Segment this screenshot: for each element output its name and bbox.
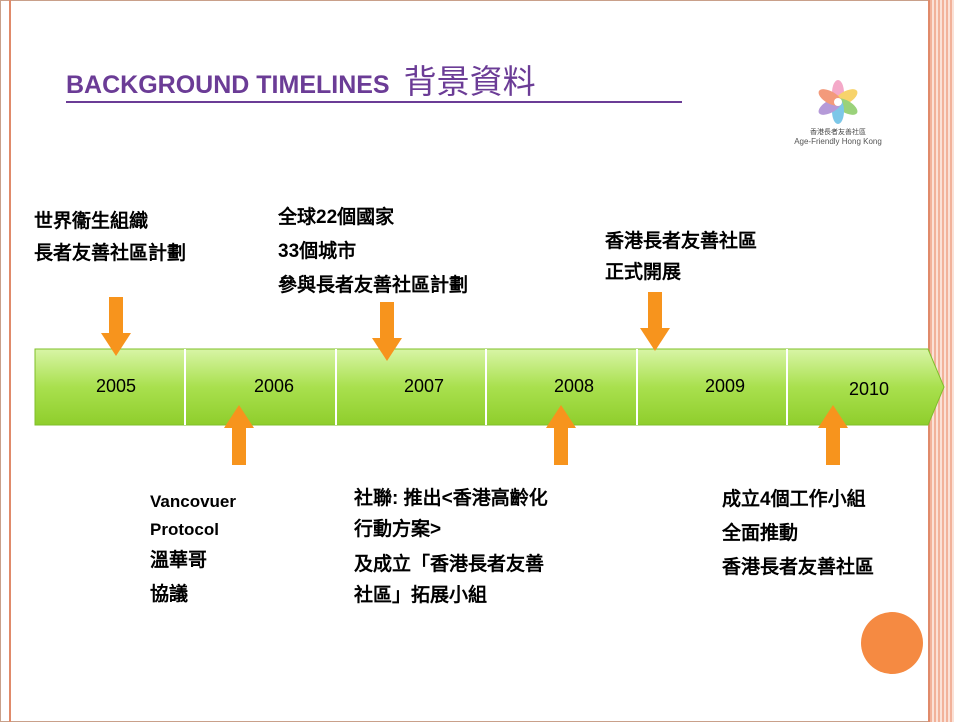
event-2009-launch: 香港長者友善社區 正式開展 [605,226,757,288]
event-line: Protocol [150,520,219,539]
down-arrow-icon [640,292,670,351]
event-2005-who: 世界衞生組織 長者友善社區計劃 [34,206,186,270]
event-line: 社聯: 推出<香港高齡化 [354,488,548,509]
year-label-2009: 2009 [704,376,746,396]
slide-title: BACKGROUND TIMELINES 背景資料 [66,62,536,105]
right-decorative-band [930,0,954,722]
event-line: 成立4個工作小組 [722,489,866,510]
event-line: 33個城市 [278,241,357,262]
event-line: 及成立「香港長者友善 [354,554,545,575]
logo-text-en: Age-Friendly Hong Kong [794,137,882,146]
right-border-line [928,0,930,722]
flower-logo-icon [818,80,858,124]
event-line: 全面推動 [722,523,799,544]
event-2010-workgroups: 成立4個工作小組 全面推動 香港長者友善社區 [722,483,874,585]
up-arrow-icon [224,405,254,465]
event-line: 社區」拓展小組 [354,585,488,606]
age-friendly-logo: 香港長者友善社區 Age-Friendly Hong Kong [778,78,898,154]
title-main: BACKGROUND TIMELINES [66,71,390,99]
down-arrow-icon [101,297,131,356]
title-sub: 背景資料 [403,63,536,100]
event-line: 香港長者友善社區 [722,557,875,578]
title-underline [66,101,682,103]
event-line: 世界衞生組織 [34,211,149,232]
year-label-2008: 2008 [553,376,595,396]
event-2006-vancouver: Vancovuer Protocol 溫華哥 協議 [150,488,236,612]
logo-text-cn: 香港長者友善社區 [810,129,866,136]
year-label-2006: 2006 [253,376,295,396]
event-line: 全球22個國家 [278,207,395,228]
up-arrow-icon [818,405,848,465]
year-label-2010: 2010 [848,379,890,399]
event-2008-hkcss: 社聯: 推出<香港高齡化 行動方案> 及成立「香港長者友善 社區」拓展小組 [354,483,548,611]
event-line: 協議 [150,584,189,605]
event-line: 長者友善社區計劃 [34,243,187,264]
up-arrow-icon [546,405,576,465]
year-label-2005: 2005 [95,376,137,396]
decorative-orange-circle [861,612,923,674]
event-line: 參與長者友善社區計劃 [278,275,469,296]
down-arrow-icon [372,302,402,361]
event-line: 香港長者友善社區 [605,231,758,252]
event-2007-global: 全球22個國家 33個城市 參與長者友善社區計劃 [278,201,468,303]
event-line: 溫華哥 [150,550,208,571]
event-line: Vancovuer [150,492,236,511]
event-line: 行動方案> [354,519,442,540]
left-border-line [9,0,11,722]
event-line: 正式開展 [605,262,682,283]
year-label-2007: 2007 [403,376,445,396]
